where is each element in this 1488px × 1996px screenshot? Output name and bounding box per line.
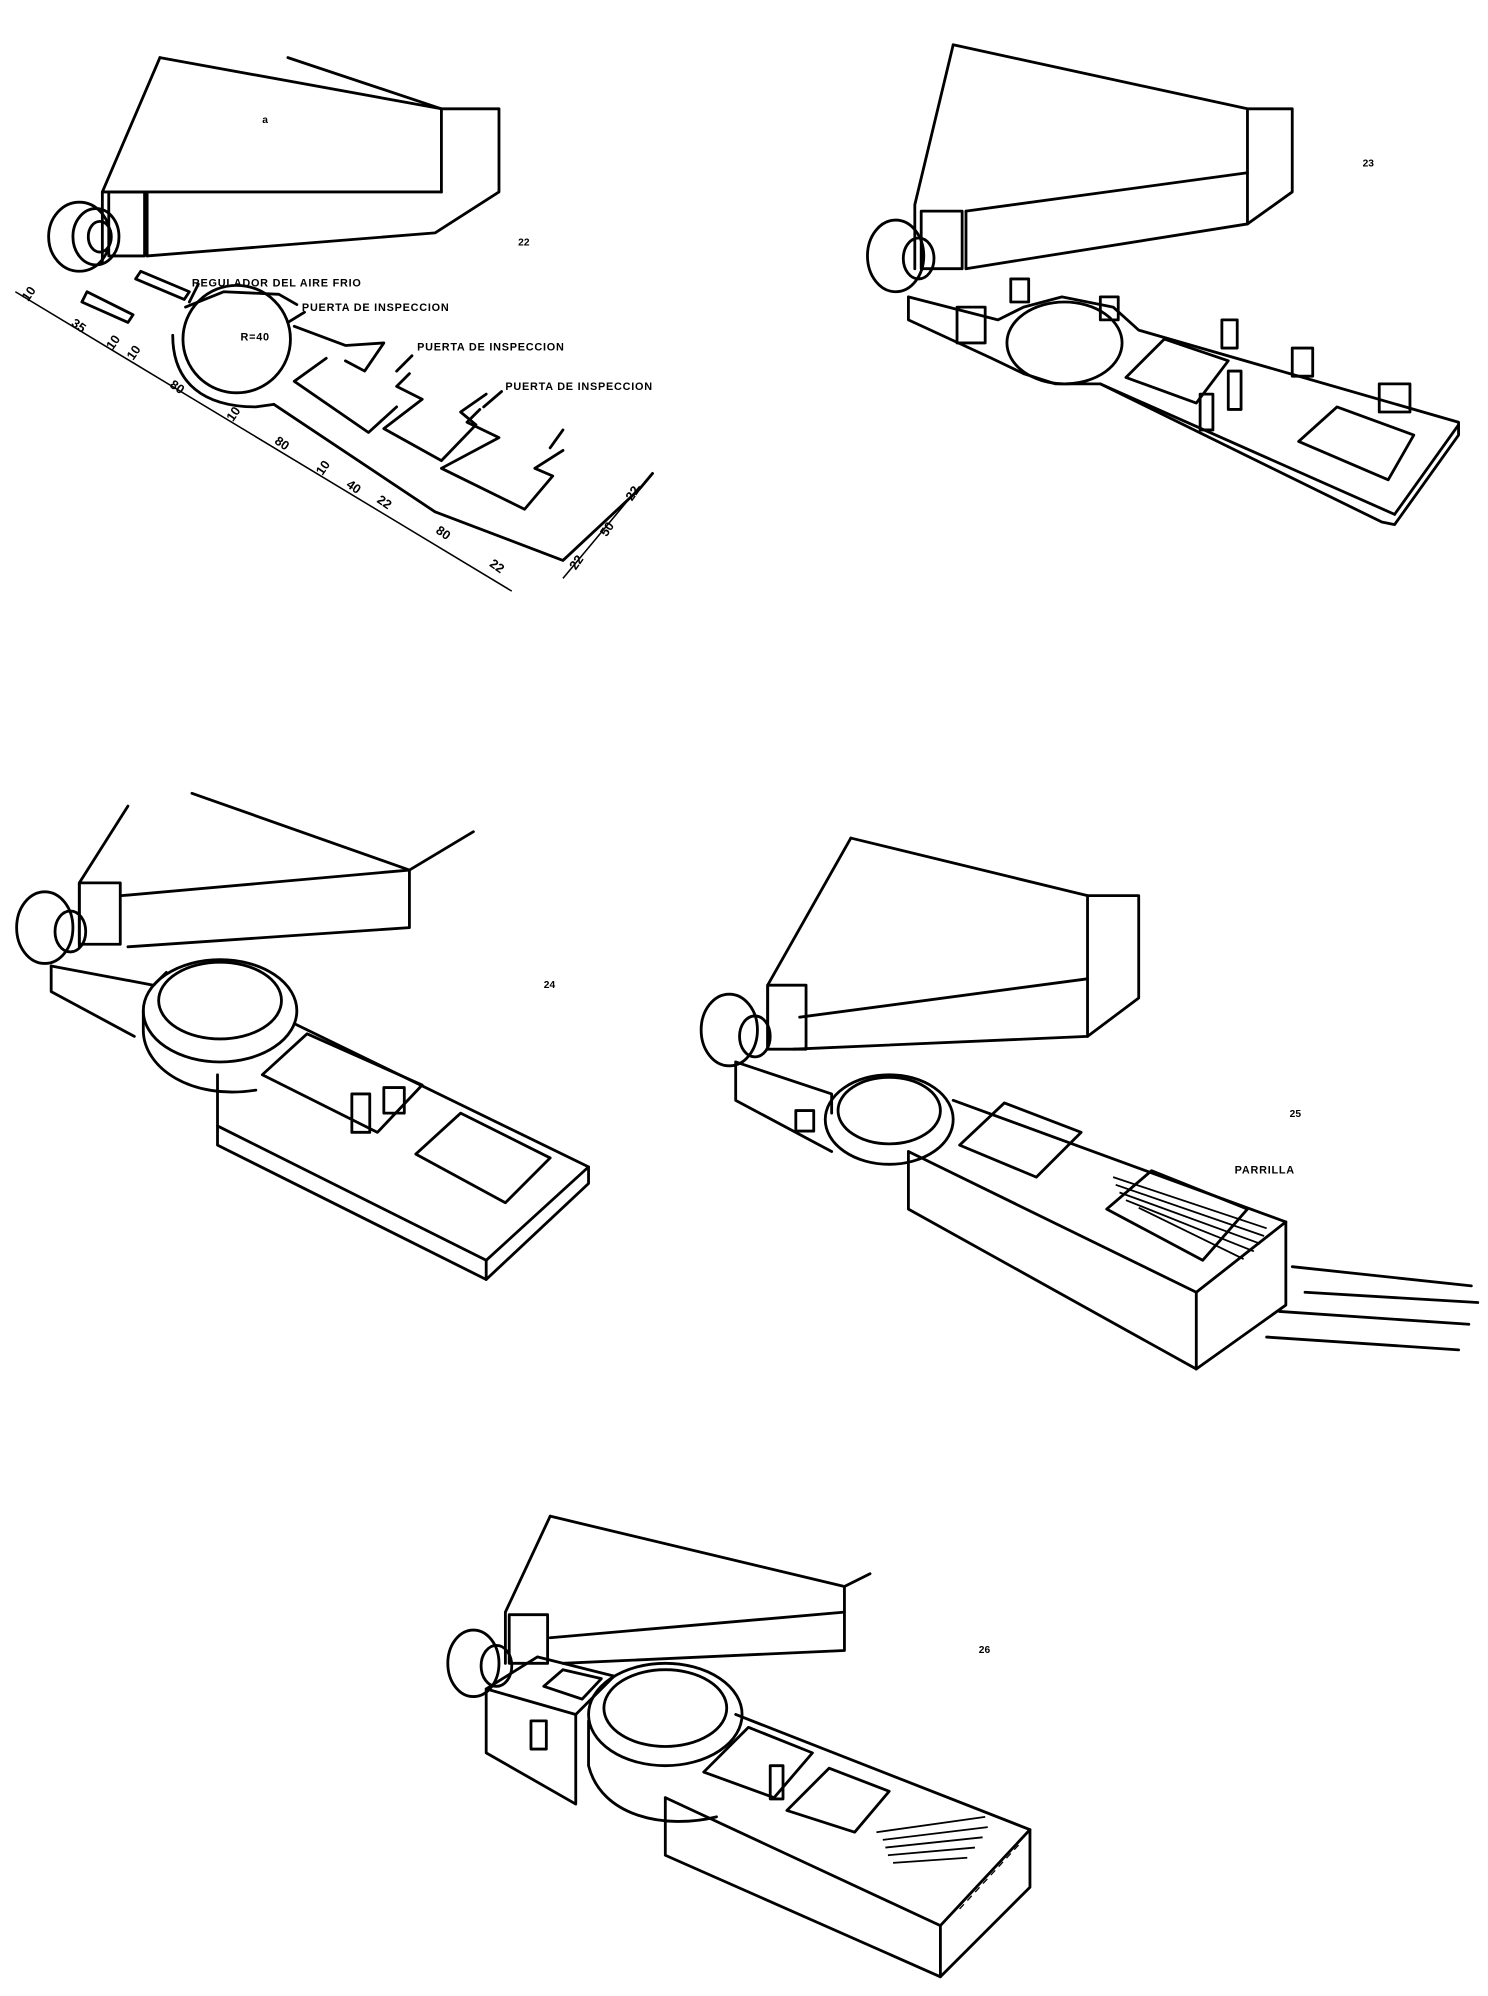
dimension-label: 50	[597, 519, 617, 539]
grate	[1112, 1176, 1267, 1260]
label-radius: R=40	[241, 331, 270, 343]
dimension-label: 22	[566, 552, 586, 572]
vent-dots	[959, 1842, 1022, 1910]
dimension-label: 10	[123, 342, 143, 362]
figure-number: 26	[979, 1645, 991, 1656]
fan-housing	[699, 992, 772, 1068]
hopper	[77, 791, 475, 949]
dimension-label: 80	[272, 433, 292, 453]
fan-housing	[15, 890, 88, 965]
fan-housing	[866, 218, 936, 294]
dimension-label: 80	[167, 377, 187, 397]
grate	[876, 1815, 988, 1864]
dimension-label: 10	[223, 404, 243, 424]
inspection-arrows	[187, 282, 565, 450]
dimension-label: 22	[374, 492, 394, 512]
dimension-label: 10	[313, 457, 333, 477]
figure-number: 22	[518, 238, 530, 249]
hopper	[766, 836, 1141, 1051]
dimension-label: 40	[344, 476, 364, 496]
dimension-label: 10	[103, 332, 123, 352]
figure-number: 23	[1363, 158, 1375, 169]
label-regulador: REGULADOR DEL AIRE FRIO	[192, 278, 362, 290]
figure-letter: a	[262, 115, 268, 126]
fan-housing	[47, 200, 121, 273]
dimension-label: 22	[622, 483, 642, 503]
figure-23: 23	[866, 43, 1460, 527]
hopper	[503, 1514, 872, 1665]
floor-slab	[907, 295, 1460, 527]
dimension-label: 80	[433, 522, 453, 542]
floor-plan	[80, 269, 654, 562]
walls	[49, 958, 590, 1281]
wall-stubs	[955, 277, 1412, 432]
label-puerta-inspeccion: PUERTA DE INSPECCION	[505, 381, 652, 393]
figure-26: 26	[446, 1514, 1032, 1979]
figure-24: 24	[15, 791, 590, 1281]
label-parrilla: PARRILLA	[1235, 1164, 1295, 1176]
dimension-lines	[14, 291, 641, 592]
fan-housing	[446, 1628, 514, 1698]
figure-number: 24	[544, 980, 556, 991]
dimension-label: 22	[487, 556, 507, 576]
label-puerta-inspeccion: PUERTA DE INSPECCION	[417, 342, 564, 354]
block-body	[484, 1655, 1032, 1979]
figure-22: 22 a REGULADOR DEL AIRE FRIO PUERTA DE I…	[14, 56, 654, 592]
hopper	[913, 43, 1294, 271]
figure-number: 25	[1290, 1109, 1302, 1120]
figure-25: 25 PARRILLA	[699, 836, 1480, 1371]
hopper	[100, 56, 501, 264]
airflow-lines	[1265, 1265, 1480, 1352]
dimension-label: 10	[18, 283, 38, 303]
dimension-label: 35	[69, 315, 89, 335]
label-puerta-inspeccion: PUERTA DE INSPECCION	[302, 302, 450, 314]
